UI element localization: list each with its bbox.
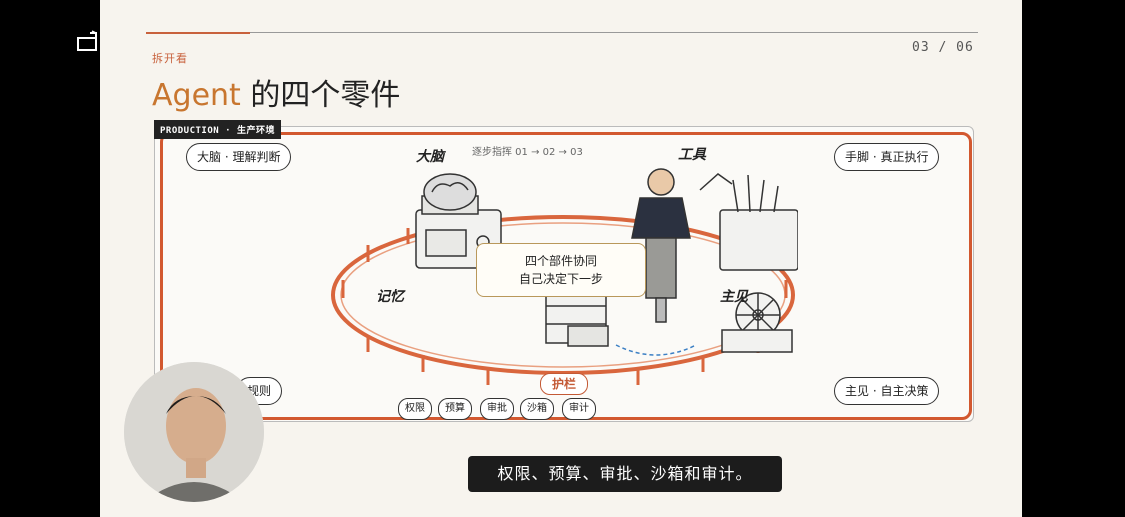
label-brain: 大脑 xyxy=(416,149,444,165)
slide: 拆开看 03 / 06 Agent 的四个零件 PRODUCTION · 生产环… xyxy=(100,0,1022,517)
page-number: 03 / 06 xyxy=(912,40,974,55)
corner-top-left: 大脑 · 理解判断 xyxy=(186,143,292,171)
steps-indicator: 逐步指挥 01 → 02 → 03 xyxy=(472,147,583,158)
guard-chip-approval: 审批 xyxy=(480,398,514,420)
person-figure xyxy=(631,168,691,323)
presenter-avatar xyxy=(124,362,264,502)
right-letterbox xyxy=(1022,0,1125,517)
agent-illustration xyxy=(331,168,798,385)
section-label: 拆开看 xyxy=(152,52,188,65)
label-memory: 记忆 xyxy=(376,289,404,305)
opinion-wheel-icon xyxy=(721,292,793,353)
caption-subtitle: 权限、预算、审批、沙箱和审计。 xyxy=(468,456,782,492)
tool-box-icon xyxy=(699,173,798,271)
center-line-2: 自己决定下一步 xyxy=(518,272,603,286)
center-line-1: 四个部件协同 xyxy=(524,254,597,268)
label-tools: 工具 xyxy=(678,147,706,163)
corner-bottom-right: 主见 · 自主决策 xyxy=(834,377,940,405)
slide-title: Agent 的四个零件 xyxy=(152,70,400,114)
top-accent-line xyxy=(146,32,250,34)
label-opinion: 主见 xyxy=(720,289,748,305)
env-tag: PRODUCTION · 生产环境 xyxy=(154,120,281,139)
presenter-webcam xyxy=(124,362,264,502)
top-rule xyxy=(250,32,978,33)
center-callout: 四个部件协同 自己决定下一步 xyxy=(476,243,646,297)
rotate-screen-icon[interactable] xyxy=(76,30,100,52)
guard-chip-budget: 预算 xyxy=(438,398,472,420)
guard-chip-sandbox: 沙箱 xyxy=(520,398,554,420)
guard-chip-audit: 审计 xyxy=(562,398,596,420)
guard-chip-permissions: 权限 xyxy=(398,398,432,420)
guardrail-label: 护栏 xyxy=(540,373,588,395)
left-letterbox xyxy=(0,0,100,517)
corner-top-right: 手脚 · 真正执行 xyxy=(834,143,940,171)
title-rest: 的四个零件 xyxy=(250,78,401,113)
title-accent: Agent xyxy=(152,78,241,113)
